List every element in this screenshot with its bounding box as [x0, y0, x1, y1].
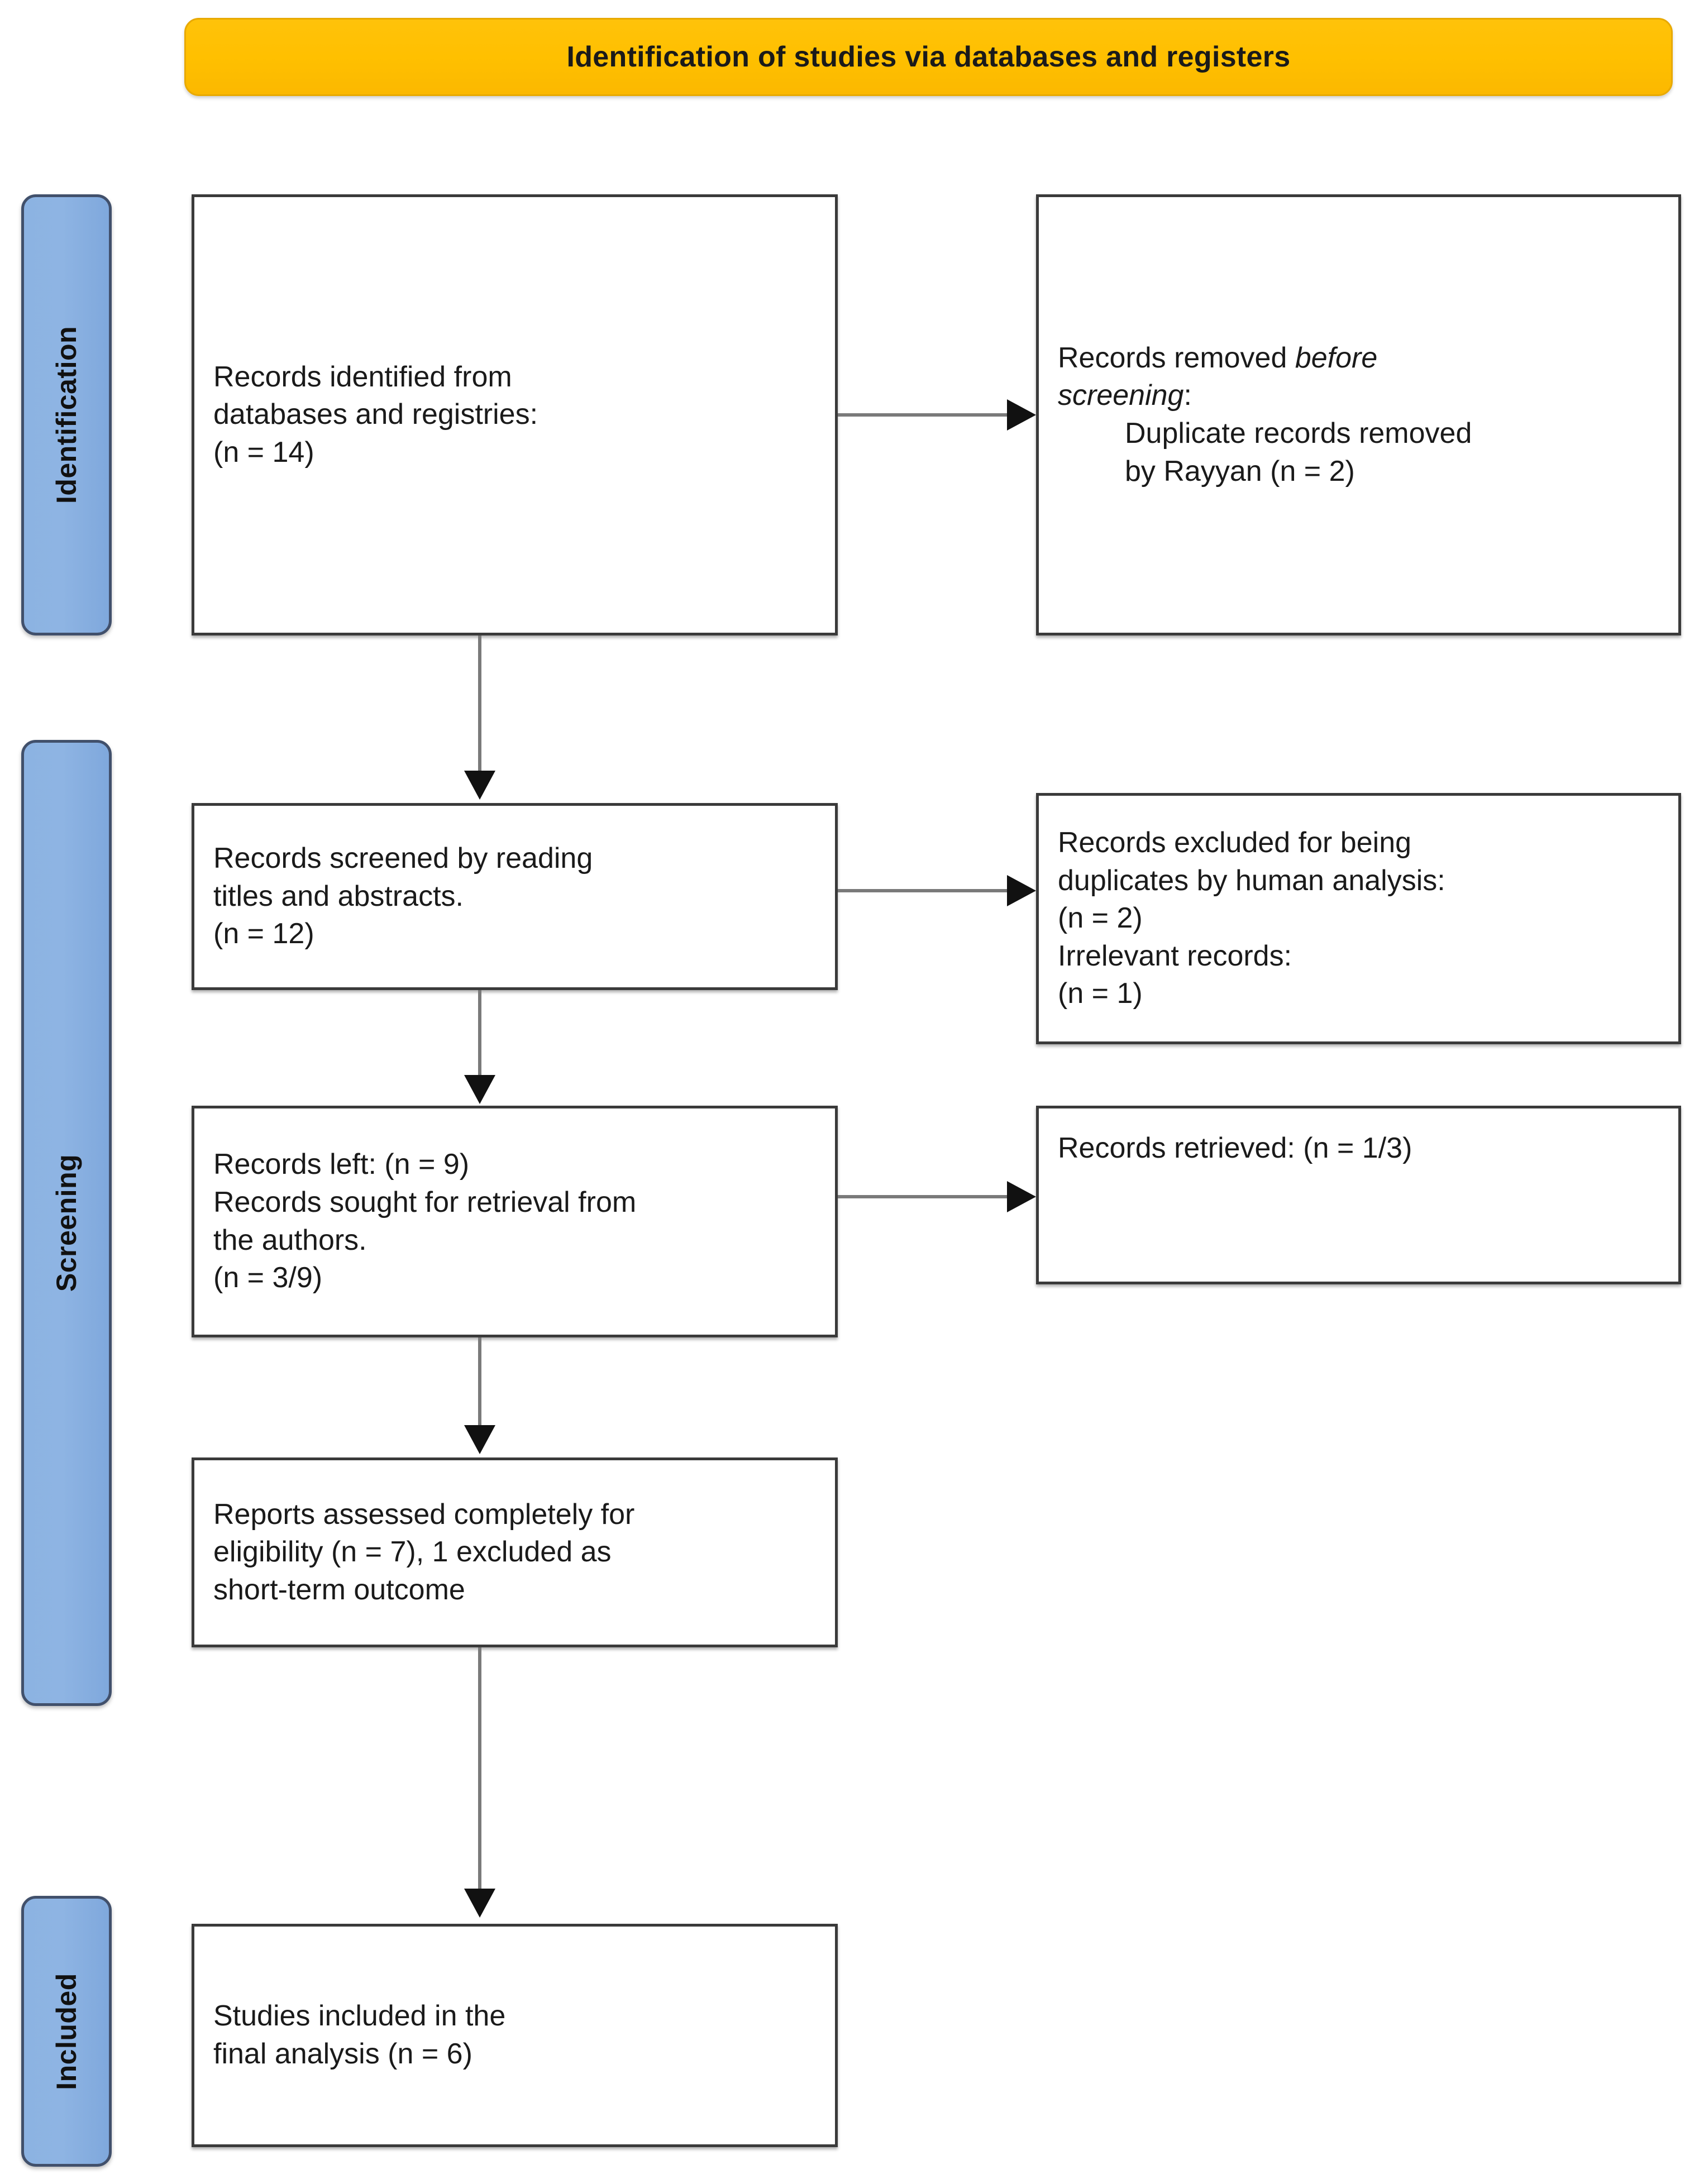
box-records-screened: Records screened by reading titles and a…	[192, 803, 838, 990]
box-records-retrieved-text: Records retrieved: (n = 1/3)	[1039, 1108, 1678, 1168]
records-removed-line1-italic: before	[1295, 341, 1378, 374]
records-left-line1: Records left: (n = 9)	[213, 1148, 470, 1181]
records-identified-line1: Records identified from	[213, 360, 512, 393]
arrowhead-identified-to-screened	[464, 771, 495, 800]
records-removed-line3: Duplicate records removed	[1125, 417, 1472, 450]
box-records-excluded: Records excluded for being duplicates by…	[1036, 793, 1681, 1044]
reports-assessed-line1: Reports assessed completely for	[213, 1498, 635, 1531]
stage-label-screening-text: Screening	[51, 1154, 82, 1292]
box-records-left-text: Records left: (n = 9) Records sought for…	[194, 1146, 835, 1297]
stage-label-screening: Screening	[21, 740, 112, 1706]
connector-screened-to-records-left	[478, 990, 481, 1077]
stage-label-identification: Identification	[21, 194, 112, 635]
connector-screened-to-excluded	[838, 889, 1008, 892]
records-retrieved-line1: Records retrieved: (n = 1/3)	[1058, 1132, 1412, 1164]
box-studies-included-text: Studies included in the final analysis (…	[194, 1997, 835, 2073]
box-reports-assessed-text: Reports assessed completely for eligibil…	[194, 1496, 835, 1609]
arrowhead-records-left-to-retrieved	[1007, 1181, 1036, 1212]
arrowhead-reports-assessed-to-studies-included	[464, 1889, 495, 1918]
diagram-header-banner: Identification of studies via databases …	[184, 18, 1673, 96]
stage-label-identification-text: Identification	[51, 326, 83, 504]
records-excluded-line3: (n = 2)	[1058, 902, 1143, 935]
arrowhead-screened-to-records-left	[464, 1075, 495, 1104]
connector-identified-to-removed	[838, 413, 1008, 417]
stage-label-included: Included	[21, 1896, 112, 2167]
records-removed-line4: by Rayyan (n = 2)	[1125, 455, 1355, 488]
box-records-left: Records left: (n = 9) Records sought for…	[192, 1106, 838, 1337]
arrowhead-records-left-to-reports-assessed	[464, 1425, 495, 1454]
records-excluded-line1: Records excluded for being	[1058, 826, 1412, 859]
box-records-removed: Records removed before screening: Duplic…	[1036, 194, 1681, 635]
records-screened-line3: (n = 12)	[213, 917, 314, 950]
reports-assessed-line2: eligibility (n = 7), 1 excluded as	[213, 1536, 612, 1569]
stage-label-included-text: Included	[51, 1972, 83, 2090]
box-records-identified-text: Records identified from databases and re…	[194, 359, 835, 472]
records-left-line3: the authors.	[213, 1224, 367, 1256]
records-identified-line3: (n = 14)	[213, 436, 314, 469]
box-records-identified: Records identified from databases and re…	[192, 194, 838, 635]
records-identified-line2: databases and registries:	[213, 398, 538, 431]
box-records-retrieved: Records retrieved: (n = 1/3)	[1036, 1106, 1681, 1284]
studies-included-line2: final analysis (n = 6)	[213, 2038, 472, 2070]
box-studies-included: Studies included in the final analysis (…	[192, 1924, 838, 2147]
box-reports-assessed: Reports assessed completely for eligibil…	[192, 1457, 838, 1647]
arrowhead-identified-to-removed	[1007, 399, 1036, 431]
reports-assessed-line3: short-term outcome	[213, 1573, 465, 1606]
diagram-title: Identification of studies via databases …	[566, 41, 1291, 73]
box-records-screened-text: Records screened by reading titles and a…	[194, 840, 835, 953]
records-left-line4: (n = 3/9)	[213, 1261, 323, 1294]
connector-identified-to-screened	[478, 635, 481, 772]
connector-records-left-to-retrieved	[838, 1195, 1008, 1198]
records-screened-line2: titles and abstracts.	[213, 880, 464, 912]
connector-records-left-to-reports-assessed	[478, 1337, 481, 1427]
box-records-removed-text: Records removed before screening: Duplic…	[1039, 340, 1678, 490]
studies-included-line1: Studies included in the	[213, 2000, 506, 2033]
connector-reports-assessed-to-studies-included	[478, 1647, 481, 1890]
records-excluded-line4: Irrelevant records:	[1058, 939, 1292, 972]
records-removed-line2-italic: screening	[1058, 379, 1184, 412]
arrowhead-screened-to-excluded	[1007, 875, 1036, 906]
records-left-line2: Records sought for retrieval from	[213, 1186, 637, 1218]
records-excluded-line2: duplicates by human analysis:	[1058, 864, 1445, 897]
records-screened-line1: Records screened by reading	[213, 842, 593, 875]
records-excluded-line5: (n = 1)	[1058, 977, 1143, 1010]
records-removed-line2-plain: :	[1183, 379, 1192, 412]
box-records-excluded-text: Records excluded for being duplicates by…	[1039, 824, 1678, 1013]
records-removed-line1-plain: Records removed	[1058, 341, 1295, 374]
